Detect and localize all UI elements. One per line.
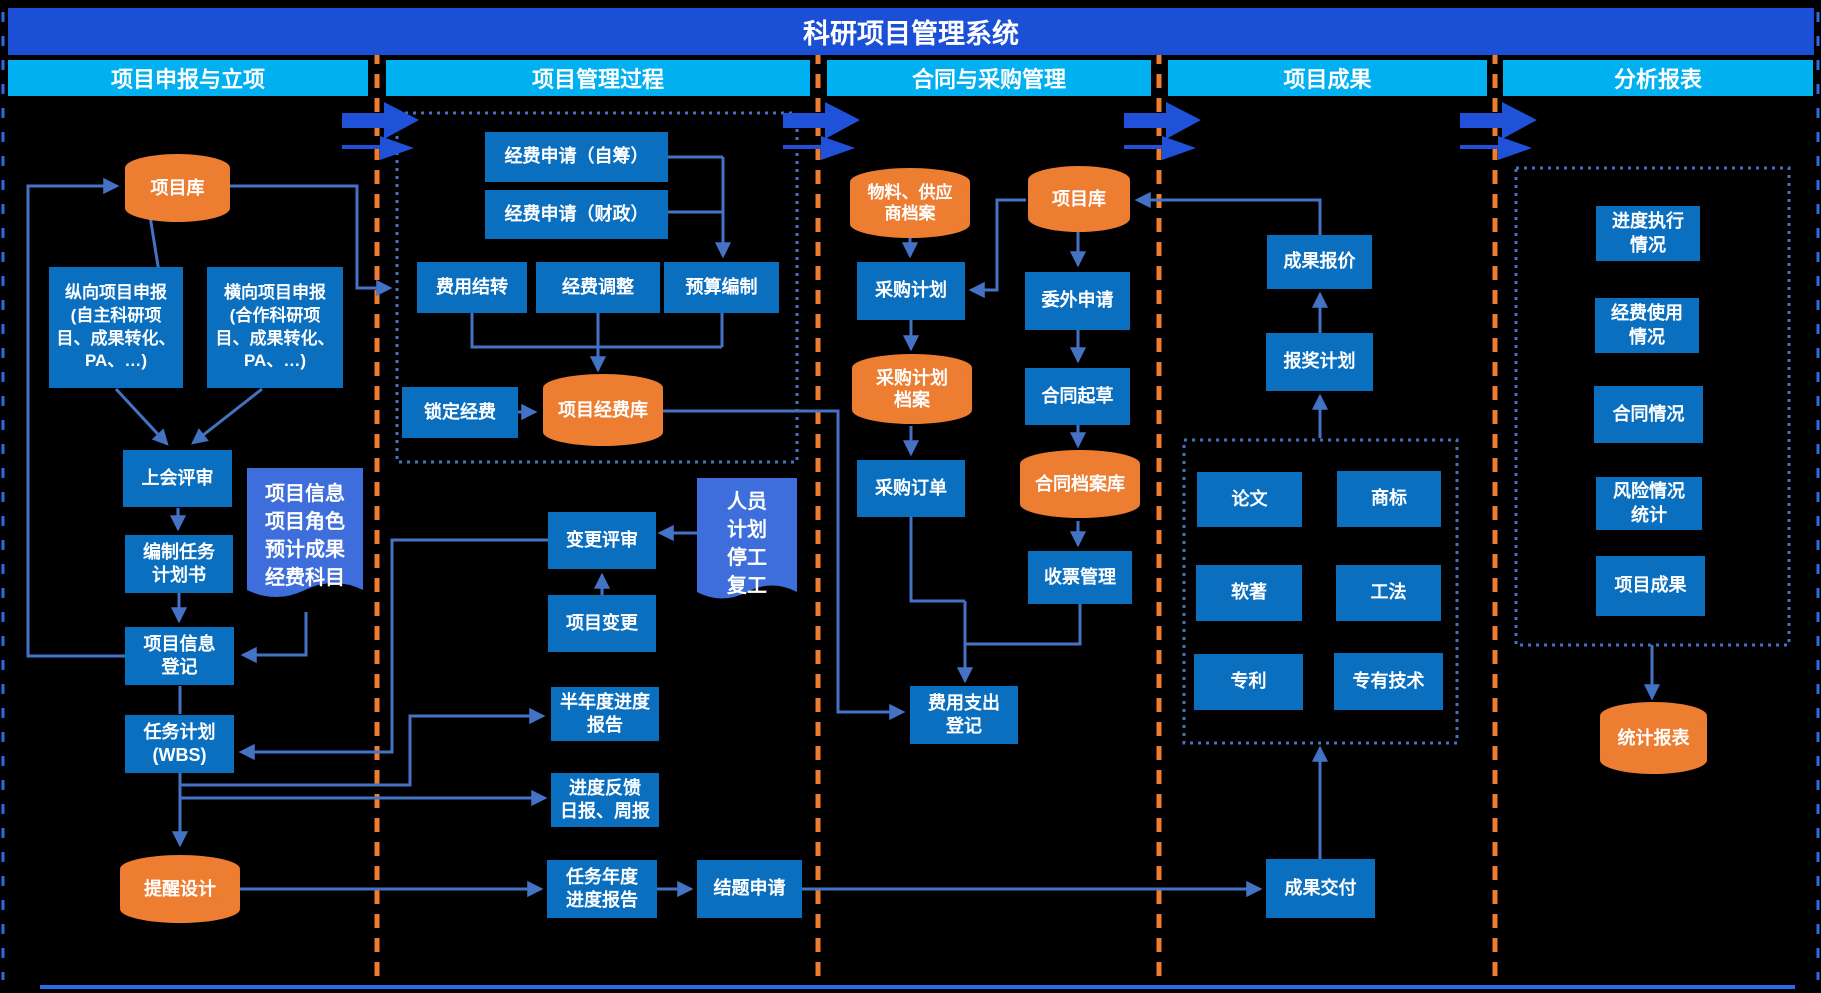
node-results-delivery: 成果交付 [1266,859,1375,918]
column-separator-lines [374,50,1498,985]
column-header-project-results: 项目成果 [1168,60,1487,96]
node-contract-status: 合同情况 [1594,386,1703,443]
node-budget-compilation: 预算编制 [664,262,779,313]
column-header-contract-purchase: 合同与采购管理 [827,60,1151,96]
node-project-results-report: 项目成果 [1596,556,1705,616]
node-result-paper: 论文 [1197,472,1302,527]
node-purchase-order: 采购订单 [857,460,965,517]
node-result-proprietary-technology: 专有技术 [1334,653,1443,710]
node-label: 提醒设计 [144,878,216,899]
document-shapes [247,468,797,599]
page-title: 科研项目管理系统 [8,8,1814,55]
node-label: 采购计划 档案 [876,367,948,411]
connector-lines [26,155,1661,898]
node-vertical-project-declaration: 纵向项目申报 (自主科研项 目、成果转化、 PA、…) [49,267,183,388]
node-label: 合同档案库 [1035,473,1125,494]
group-border-rects [395,111,1791,745]
node-label: 物料、供应 商档案 [867,182,953,223]
node-fund-adjustment: 经费调整 [536,262,660,313]
node-horizontal-project-declaration: 横向项目申报 (合作科研项 目、成果转化、 PA、…) [207,267,343,388]
node-label: 项目库 [150,177,205,198]
node-invoice-management: 收票管理 [1028,551,1132,604]
node-result-trademark: 商标 [1337,471,1441,527]
node-meeting-review: 上会评审 [123,450,232,507]
datastore-reminder-design: 提醒设计 [120,855,240,923]
datastore-project-library-1: 项目库 [125,154,230,222]
node-label: 统计报表 [1617,727,1690,748]
node-expense-carryover: 费用结转 [417,262,527,313]
node-task-plan-wbs: 任务计划 (WBS) [125,715,234,773]
document-project-info-items: 项目信息 项目角色 预计成果 经费科目 [265,483,345,589]
node-fund-usage-status: 经费使用 情况 [1595,298,1699,353]
datastore-contract-archive-library: 合同档案库 [1020,450,1140,518]
frame-border-lines [1,12,1820,989]
column-flow-arrows [342,102,1537,160]
node-label: 项目经费库 [558,399,648,420]
node-closing-application: 结题申请 [697,860,802,918]
node-project-info-registration: 项目信息 登记 [125,627,234,685]
node-result-patent: 专利 [1194,654,1303,710]
column-header-project-declaration: 项目申报与立项 [8,60,368,96]
datastore-project-library-3: 项目库 [1028,166,1130,232]
node-lock-funds: 锁定经费 [402,387,518,438]
node-results-quotation: 成果报价 [1267,235,1372,289]
node-purchase-plan: 采购计划 [857,262,965,320]
node-result-software-copyright: 软著 [1196,565,1302,621]
datastore-material-supplier-archive: 物料、供应 商档案 [850,168,970,238]
node-project-change: 项目变更 [548,595,656,652]
node-award-application-plan: 报奖计划 [1266,333,1373,391]
node-contract-drafting: 合同起草 [1025,368,1130,425]
node-outsourcing-application: 委外申请 [1025,272,1130,330]
column-header-analysis-reports: 分析报表 [1503,60,1813,96]
node-expense-registration: 费用支出 登记 [910,686,1018,744]
node-fund-application-self: 经费申请（自筹） [485,132,668,182]
node-label: 项目库 [1052,188,1106,209]
node-task-plan-compilation: 编制任务 计划书 [125,535,233,593]
datastore-project-fund-library: 项目经费库 [543,374,663,446]
document-personnel-plan-stop-resume: 人员 计划 停工 复工 [727,491,767,597]
column-header-project-management: 项目管理过程 [386,60,810,96]
node-annual-task-progress-report: 任务年度 进度报告 [547,860,657,918]
node-progress-execution-status: 进度执行 情况 [1596,206,1700,261]
node-change-review: 变更评审 [548,512,656,569]
node-fund-application-gov: 经费申请（财政） [485,190,668,239]
node-result-construction-method: 工法 [1336,565,1441,621]
datastore-statistical-reports: 统计报表 [1600,702,1707,774]
node-risk-statistics: 风险情况 统计 [1596,477,1702,530]
datastore-purchase-plan-archive: 采购计划 档案 [852,354,972,424]
node-semiannual-progress-report: 半年度进度 报告 [551,687,659,741]
node-progress-feedback-reports: 进度反馈 日报、周报 [551,773,659,827]
